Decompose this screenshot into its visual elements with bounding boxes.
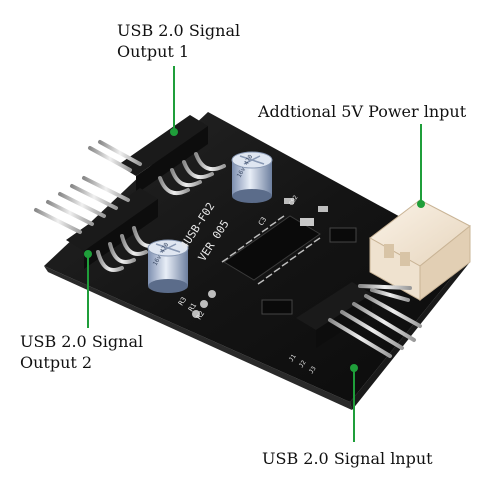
j1-marking: J1 [288, 353, 298, 363]
signal-input-label: USB 2.0 Signal lnput [262, 449, 433, 468]
callout-output2 [84, 250, 92, 328]
callout-input [350, 364, 358, 442]
output1-label: USB 2.0 Signal Output 1 [117, 20, 240, 62]
cs2-marking: CS2 [288, 194, 300, 207]
r3-marking: R3 [177, 296, 188, 307]
capacitor-bottom [147, 239, 189, 293]
output2-pin-header [34, 176, 160, 272]
j3-marking: J3 [308, 365, 318, 375]
callout-power [417, 124, 425, 208]
power-input-label: Addtional 5V Power lnput [258, 102, 467, 121]
smd-components [192, 198, 357, 318]
output2-label: USB 2.0 Signal Output 2 [20, 331, 143, 373]
r1-marking: R1 [187, 302, 198, 313]
j2-marking: J2 [298, 359, 308, 369]
output2-label-line1: USB 2.0 Signal [20, 332, 144, 351]
output1-label-line2: Output 1 [117, 42, 190, 61]
input-pin-header [296, 282, 422, 364]
hub-chip [221, 215, 321, 285]
capacitor-top [231, 151, 273, 203]
output2-label-line2: Output 2 [20, 353, 93, 372]
output1-pin-header [88, 74, 226, 195]
c3-marking: C3 [257, 216, 268, 227]
r2-marking: R2 [195, 310, 206, 321]
power-connector [369, 199, 471, 302]
callout-output1 [170, 66, 178, 136]
output1-label-line1: USB 2.0 Signal [117, 21, 241, 40]
